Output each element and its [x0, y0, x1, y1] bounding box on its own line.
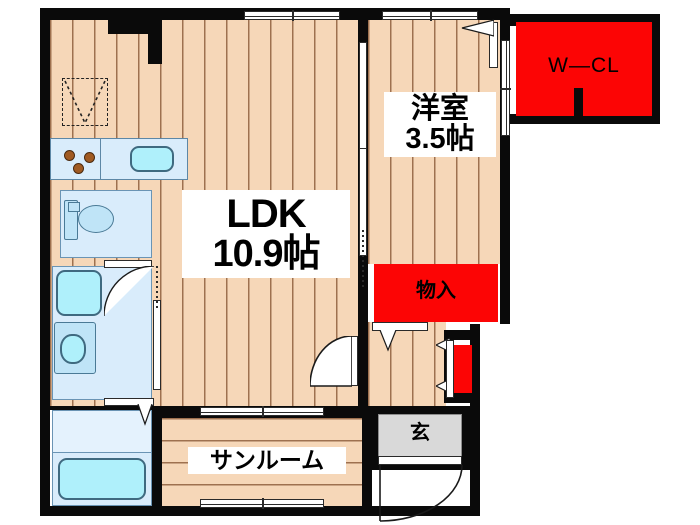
wall-genkan-right [462, 406, 472, 466]
wall-bedroom-right-lower [500, 114, 510, 324]
door-bedroom-swing-arc [461, 19, 494, 37]
wall-wcl-right [650, 14, 660, 124]
door-ldk-swing-arc [310, 336, 352, 387]
wall-small-closet-bottom [444, 393, 480, 403]
toilet-bowl [78, 205, 114, 233]
door-washroom-bottom[interactable] [104, 398, 154, 406]
wcl-divider-notch [574, 88, 583, 116]
door-washroom-track [156, 266, 158, 308]
label-entrance-text: 玄 [410, 422, 430, 444]
label-bedroom-name: 洋室 [410, 93, 469, 125]
label-sunroom-text: サンルーム [209, 447, 325, 473]
label-ldk-area: 10.9帖 [212, 232, 321, 275]
label-storage: 物入 [386, 281, 486, 301]
room-walk-in-closet [516, 22, 652, 116]
wall-small-closet-top [444, 330, 480, 340]
bathtub [58, 458, 146, 500]
door-storage-sliding[interactable] [372, 322, 428, 331]
label-bedroom: 洋室 3.5帖 [384, 92, 496, 158]
range-hood-icon [62, 78, 108, 126]
wall-wcl-bottom [510, 114, 660, 124]
label-bedroom-area: 3.5帖 [405, 122, 475, 155]
washing-machine-pan [56, 270, 102, 316]
label-entrance: 玄 [390, 423, 450, 443]
wall-outer-left [40, 8, 50, 516]
door-entrance-swing-arc [379, 465, 463, 522]
range-hood-vee-icon [64, 80, 106, 125]
wall-sunroom-left [152, 406, 162, 516]
kitchen-sink [130, 146, 174, 172]
window-sunroom-top[interactable] [200, 406, 324, 417]
wall-genkan-left [368, 406, 378, 466]
toilet-lever [68, 202, 80, 212]
door-washroom-bottom-swing [137, 404, 153, 426]
window-sunroom-bottom[interactable] [200, 498, 324, 509]
door-toilet-swing-arc [104, 266, 154, 316]
door-storage-swing-marker [379, 330, 397, 352]
room-hall-floor [368, 330, 446, 408]
door-small-closet-leaf[interactable] [446, 340, 454, 398]
wash-basin [60, 334, 86, 364]
stove-burner-1 [64, 150, 75, 161]
window-bedroom-right[interactable] [500, 40, 511, 136]
wall-hall-right [470, 324, 480, 424]
wall-genkan-top [374, 406, 470, 414]
label-wcl-text: W—CL [548, 54, 620, 77]
door-toilet[interactable] [104, 260, 152, 268]
window-top-right[interactable] [382, 10, 478, 21]
wall-outer-bottom [40, 506, 480, 516]
stove-burner-3 [73, 163, 84, 174]
label-storage-text: 物入 [416, 280, 456, 302]
wall-ldk-notch-2 [148, 20, 162, 64]
door-entrance-leaf[interactable] [378, 456, 462, 465]
room-storage [374, 264, 498, 322]
window-top-left[interactable] [244, 10, 340, 21]
wall-entry-bottom [370, 460, 480, 470]
room-entrance-tile [378, 414, 462, 460]
closet-small-hall [452, 345, 472, 393]
label-sunroom: サンルーム [188, 447, 346, 475]
label-walk-in-closet: W—CL [528, 55, 640, 76]
door-washroom-sliding[interactable] [153, 300, 161, 390]
wall-sunroom-right [362, 406, 372, 516]
partition-ldk-bedroom[interactable] [359, 42, 367, 150]
label-ldk-name: LDK [226, 192, 306, 236]
label-ldk: LDK 10.9帖 [182, 190, 350, 278]
partition-track-dots [362, 230, 364, 290]
stove-burner-2 [84, 152, 95, 163]
